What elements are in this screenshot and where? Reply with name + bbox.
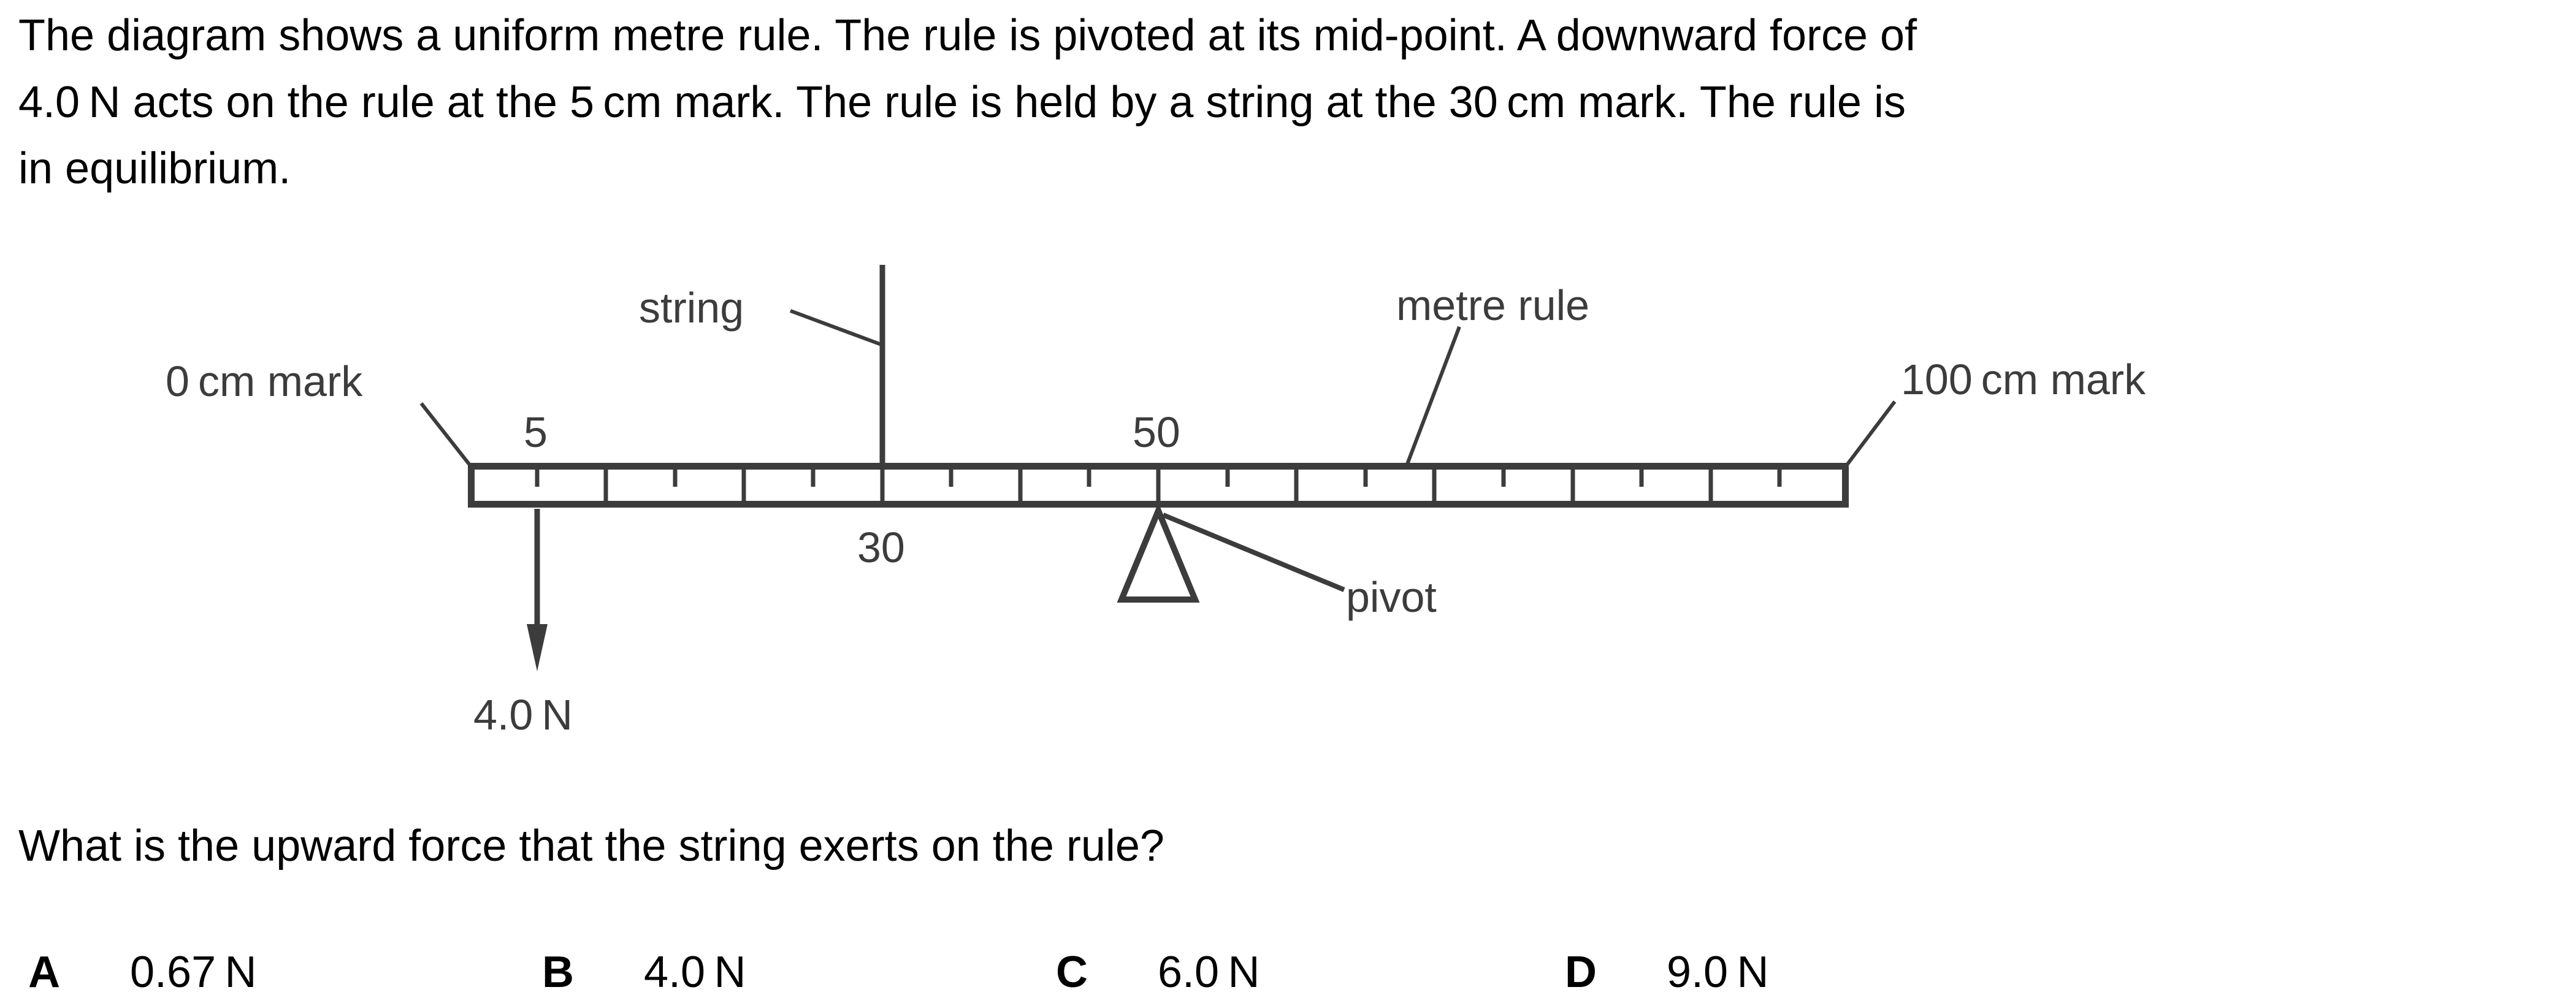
scale-50-label: 50	[1133, 408, 1180, 456]
option-letter-c: C	[1056, 948, 1088, 997]
scale-5-label: 5	[524, 408, 548, 456]
option-letter-a: A	[28, 948, 60, 997]
option-value-c: 6.0 N	[1158, 948, 1260, 997]
intro-line-2: 4.0 N acts on the rule at the 5 cm mark.…	[18, 78, 1906, 127]
pivot-label: pivot	[1346, 573, 1437, 621]
leader-hundred-mark	[1846, 400, 1897, 465]
metre-rule-label: metre rule	[1396, 281, 1590, 329]
hundred-cm-mark-label: 100 cm mark	[1901, 356, 2146, 403]
leader-pivot	[1162, 513, 1345, 592]
intro-line-1: The diagram shows a uniform metre rule. …	[18, 11, 1917, 60]
intro-line-3: in equilibrium.	[18, 144, 291, 193]
force-value-label: 4.0 N	[473, 691, 573, 739]
pivot-triangle	[1117, 502, 1200, 603]
leader-string	[789, 309, 882, 346]
option-letter-b: B	[542, 948, 574, 997]
option-value-d: 9.0 N	[1667, 948, 1769, 997]
question-text: What is the upward force that the string…	[18, 821, 1164, 871]
scale-30-label: 30	[857, 524, 905, 571]
zero-cm-mark-label: 0 cm mark	[166, 357, 363, 405]
ruler-major-ticks	[603, 470, 1713, 501]
option-value-b: 4.0 N	[644, 948, 746, 997]
option-letter-d: D	[1565, 948, 1597, 997]
ruler-minor-ticks	[535, 470, 1782, 487]
force-arrow-head	[527, 624, 548, 671]
leader-metre-rule	[1405, 326, 1461, 465]
option-value-a: 0.67 N	[130, 948, 257, 997]
leader-zero-mark	[419, 402, 471, 465]
string-label: string	[639, 284, 744, 332]
